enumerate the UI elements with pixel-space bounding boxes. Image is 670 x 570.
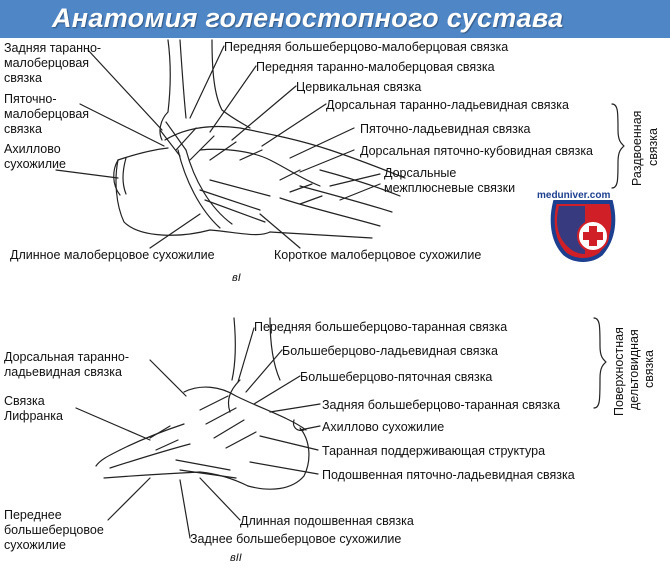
- label-peroneus-longus: Длинное малоберцовое сухожилие: [10, 248, 215, 262]
- label-dorsal-intermetatarsal-1: Дорсальные: [384, 166, 457, 180]
- label-dorsal-calcaneocuboid: Дорсальная пяточно-кубовидная связка: [360, 144, 594, 158]
- label-anterior-tibial-2: большеберцовое: [4, 523, 104, 537]
- sublabel-bottom: вII: [230, 552, 242, 564]
- label-posterior-talofibular-3: связка: [4, 71, 42, 85]
- label-ant-tibiofibular: Передняя большеберцово-малоберцовая связ…: [224, 40, 509, 54]
- label-dorsal-talonavicular-2: ладьевидная связка: [4, 365, 122, 379]
- label-anterior-tibial-1: Переднее: [4, 508, 62, 522]
- label-cervical: Цервикальная связка: [296, 80, 422, 94]
- logo-text: meduniver.com: [537, 190, 611, 201]
- page-title: Анатомия голеностопного сустава: [52, 3, 564, 33]
- label-calcaneonavicular: Пяточно-ладьевидная связка: [360, 122, 531, 136]
- label-calcaneofibular-1: Пяточно-: [4, 92, 57, 106]
- label-plantar-calcaneonavicular: Подошвенная пяточно-ладьевидная связка: [322, 468, 575, 482]
- label-posterior-talofibular-1: Задняя таранно-: [4, 41, 102, 55]
- label-sustentaculum: Таранная поддерживающая структура: [322, 444, 546, 458]
- title-bar: Анатомия голеностопного сустава: [0, 0, 670, 38]
- label-long-plantar: Длинная подошвенная связка: [240, 514, 414, 528]
- label-tibionavicular: Большеберцово-ладьевидная связка: [282, 344, 498, 358]
- label-peroneus-brevis: Короткое малоберцовое сухожилие: [274, 248, 482, 262]
- label-anterior-tibial-3: сухожилие: [4, 538, 66, 552]
- label-posterior-talofibular-2: малоберцовая: [4, 56, 90, 70]
- sublabel-top: вI: [232, 272, 241, 284]
- label-dorsal-talonavicular-1: Дорсальная таранно-: [4, 350, 129, 364]
- label-achilles-top-2: сухожилие: [4, 157, 66, 171]
- label-achilles-bottom: Ахиллово сухожилие: [322, 420, 445, 434]
- label-dorsal-talonavicular-top: Дорсальная таранно-ладьевидная связка: [326, 98, 569, 112]
- label-posterior-tibial: Заднее большеберцовое сухожилие: [190, 532, 402, 546]
- label-ant-tibiotalar: Передняя большеберцово-таранная связка: [254, 320, 508, 334]
- bracket-label-bottom-2: дельтовидная: [627, 329, 641, 410]
- label-tibiocalcaneal: Большеберцово-пяточная связка: [300, 370, 493, 384]
- label-calcaneofibular-2: малоберцовая: [4, 107, 90, 121]
- label-post-tibiotalar: Задняя большеберцово-таранная связка: [322, 398, 561, 412]
- medical-logo-icon: [550, 200, 616, 262]
- medial-ankle-drawing: [75, 317, 607, 539]
- label-ant-talofibular: Передняя таранно-малоберцовая связка: [256, 60, 495, 74]
- lateral-ankle-drawing: [55, 39, 625, 249]
- bracket-label-top-1: Раздвоенная: [630, 110, 644, 186]
- bracket-label-bottom-1: Поверхностная: [612, 327, 626, 416]
- label-dorsal-intermetatarsal-2: межплюсневые связки: [384, 181, 516, 195]
- bracket-label-bottom-3: связка: [642, 350, 656, 388]
- label-lisfranc-1: Связка: [4, 394, 45, 408]
- label-lisfranc-2: Лифранка: [4, 409, 63, 423]
- label-calcaneofibular-3: связка: [4, 122, 42, 136]
- label-achilles-top-1: Ахиллово: [4, 142, 61, 156]
- bracket-label-top-2: связка: [646, 128, 660, 166]
